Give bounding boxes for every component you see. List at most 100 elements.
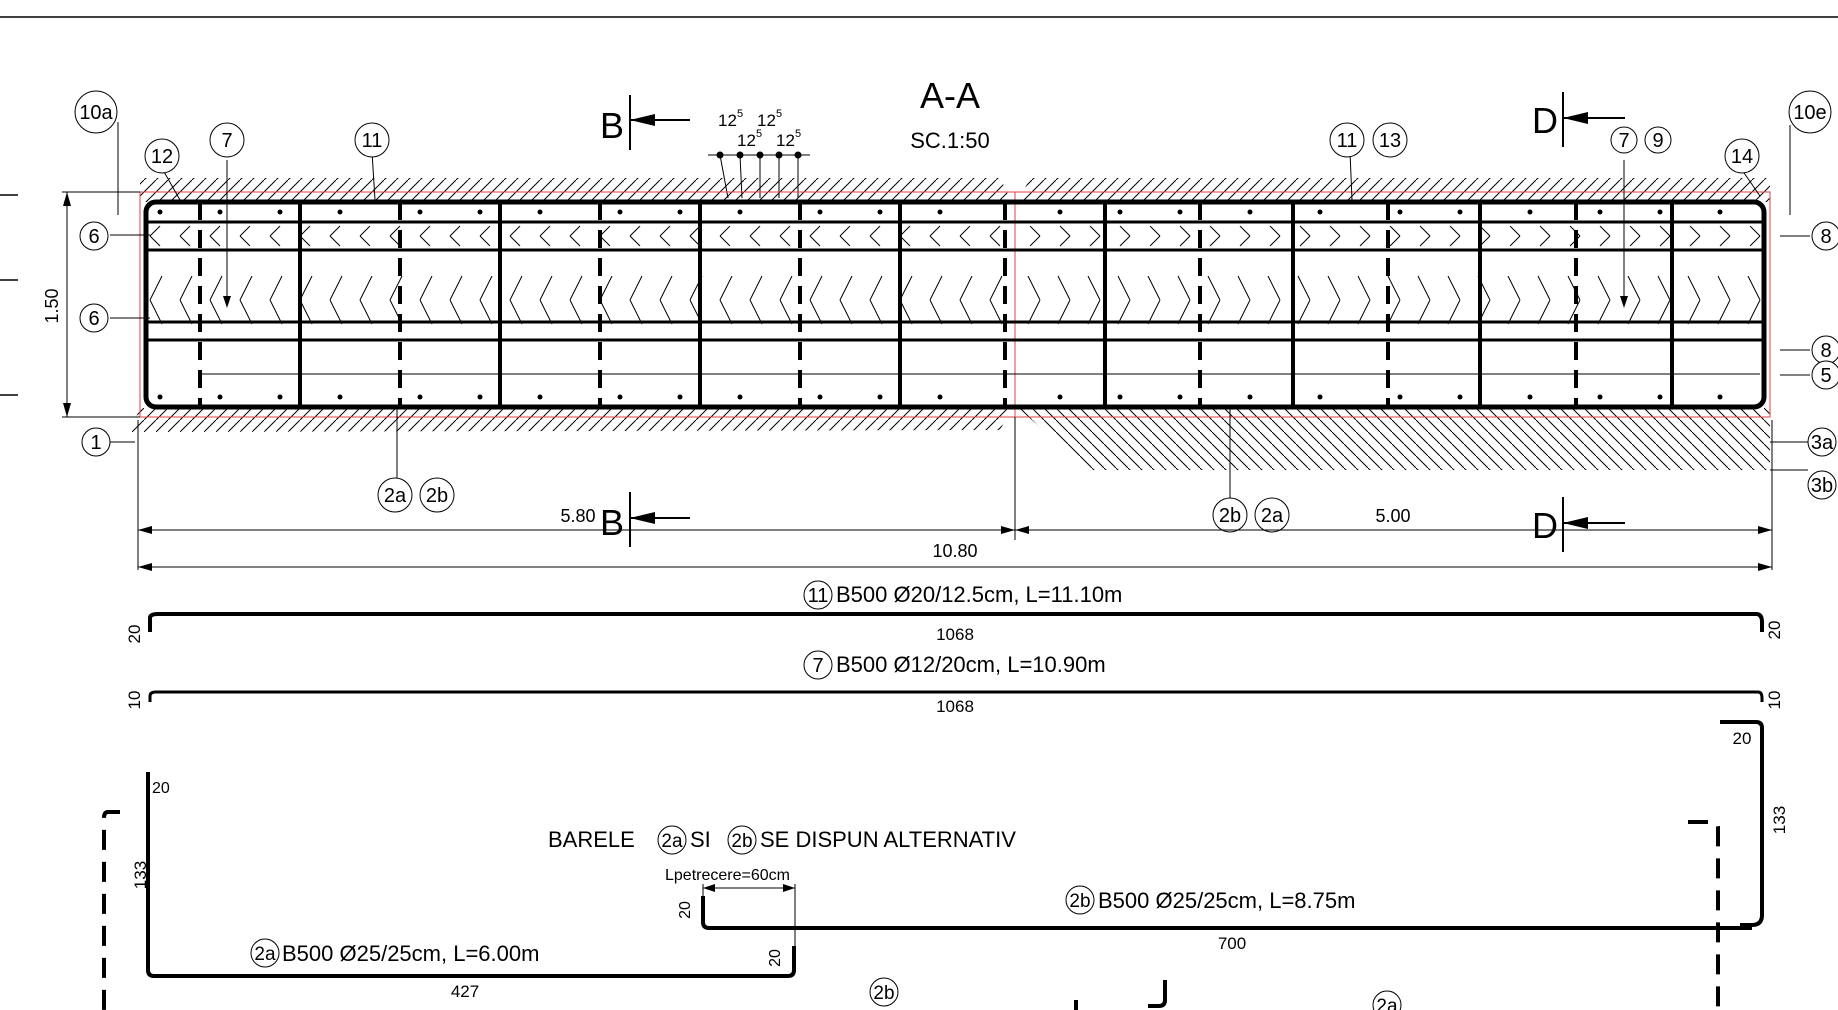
callout-12: 12 bbox=[144, 138, 180, 174]
bar-spacing-labels: 12 5 12 5 12 5 12 5 bbox=[708, 108, 810, 199]
callout-6-top: 6 bbox=[79, 221, 109, 251]
callout-7: 7 bbox=[209, 122, 245, 158]
svg-text:427: 427 bbox=[451, 982, 479, 1001]
callout-11: 11 bbox=[354, 122, 390, 158]
svg-text:SE DISPUN ALTERNATIV: SE DISPUN ALTERNATIV bbox=[760, 827, 1016, 852]
svg-text:B500 Ø20/12.5cm, L=11.10m: B500 Ø20/12.5cm, L=11.10m bbox=[836, 582, 1122, 607]
svg-text:3a: 3a bbox=[1811, 432, 1834, 454]
svg-text:B500 Ø25/25cm, L=8.75m: B500 Ø25/25cm, L=8.75m bbox=[1098, 888, 1355, 913]
callout-10a: 10a bbox=[74, 90, 118, 134]
svg-text:1068: 1068 bbox=[936, 697, 974, 716]
svg-text:5: 5 bbox=[737, 108, 743, 120]
svg-text:11: 11 bbox=[1337, 130, 1358, 152]
svg-text:2b: 2b bbox=[1069, 891, 1090, 912]
margin-ticks bbox=[0, 194, 18, 396]
callout-8-mid: 8 bbox=[1811, 335, 1838, 365]
bar-schedule-2b-hook: 20 133 bbox=[1720, 720, 1789, 927]
svg-text:5: 5 bbox=[1820, 365, 1831, 387]
callout-11-right: 11 bbox=[1329, 122, 1365, 158]
svg-text:2a: 2a bbox=[1261, 505, 1284, 527]
svg-text:D: D bbox=[1532, 100, 1558, 141]
svg-text:6: 6 bbox=[88, 226, 99, 248]
callout-2a: 2a bbox=[377, 477, 413, 513]
svg-text:10e: 10e bbox=[1793, 102, 1826, 124]
svg-text:2b: 2b bbox=[426, 485, 448, 507]
callout-13: 13 bbox=[1372, 122, 1408, 158]
svg-text:10: 10 bbox=[125, 691, 144, 710]
svg-text:10.80: 10.80 bbox=[932, 541, 977, 561]
svg-text:2a: 2a bbox=[1376, 996, 1398, 1010]
svg-text:12: 12 bbox=[718, 111, 737, 130]
svg-text:9: 9 bbox=[1652, 130, 1663, 152]
callout-2a-right: 2a bbox=[1254, 497, 1290, 533]
svg-text:2a: 2a bbox=[384, 485, 407, 507]
svg-text:11: 11 bbox=[362, 130, 383, 152]
svg-text:20: 20 bbox=[1733, 729, 1752, 748]
svg-text:10a: 10a bbox=[79, 102, 113, 124]
svg-text:2a: 2a bbox=[661, 831, 683, 852]
svg-text:B: B bbox=[600, 502, 624, 543]
callout-14: 14 bbox=[1724, 138, 1760, 174]
svg-text:SI: SI bbox=[690, 827, 711, 852]
svg-text:20: 20 bbox=[152, 780, 170, 797]
leader-lines bbox=[110, 122, 1810, 500]
bar-mark-callouts: 10a 10e 12 7 11 11 13 7 9 14 6 6 1 8 8 5… bbox=[74, 90, 1838, 533]
callout-10e: 10e bbox=[1788, 90, 1832, 134]
callout-7-right: 7 bbox=[1610, 126, 1638, 154]
svg-text:B500 Ø25/25cm, L=6.00m: B500 Ø25/25cm, L=6.00m bbox=[282, 941, 539, 966]
svg-text:B: B bbox=[600, 105, 624, 146]
svg-text:D: D bbox=[1532, 505, 1558, 546]
svg-text:20: 20 bbox=[1765, 621, 1784, 640]
svg-text:2a: 2a bbox=[254, 944, 276, 965]
callout-8-top: 8 bbox=[1811, 221, 1838, 251]
svg-text:12: 12 bbox=[151, 146, 173, 168]
svg-text:20: 20 bbox=[767, 949, 784, 967]
svg-text:5.80: 5.80 bbox=[560, 506, 595, 526]
callout-2b-right: 2b bbox=[1212, 497, 1248, 533]
svg-text:8: 8 bbox=[1820, 226, 1831, 248]
bar-schedule-2a-2b: 133 20 20 2a B500 Ø25/25cm, L=6.00m 427 … bbox=[102, 772, 1752, 1010]
svg-text:5: 5 bbox=[795, 128, 801, 140]
svg-text:20: 20 bbox=[677, 901, 694, 919]
callout-2b: 2b bbox=[419, 477, 455, 513]
svg-text:133: 133 bbox=[131, 861, 150, 889]
svg-text:12: 12 bbox=[737, 131, 756, 150]
svg-text:20: 20 bbox=[125, 625, 144, 644]
svg-text:2b: 2b bbox=[731, 831, 752, 852]
svg-text:5.00: 5.00 bbox=[1375, 506, 1410, 526]
svg-text:8: 8 bbox=[1820, 340, 1831, 362]
svg-text:1.50: 1.50 bbox=[42, 288, 62, 323]
section-title: A-A bbox=[920, 75, 980, 116]
section-marker-b-top: B bbox=[600, 95, 690, 150]
svg-text:11: 11 bbox=[808, 585, 829, 607]
svg-text:6: 6 bbox=[88, 308, 99, 330]
svg-text:3b: 3b bbox=[1811, 475, 1833, 497]
callout-6-mid: 6 bbox=[79, 303, 109, 333]
svg-text:5: 5 bbox=[756, 128, 762, 140]
svg-text:B500 Ø12/20cm, L=10.90m: B500 Ø12/20cm, L=10.90m bbox=[836, 652, 1106, 677]
svg-text:1068: 1068 bbox=[936, 625, 974, 644]
svg-text:12: 12 bbox=[776, 131, 795, 150]
svg-text:13: 13 bbox=[1379, 130, 1401, 152]
callout-5: 5 bbox=[1811, 360, 1838, 390]
svg-text:7: 7 bbox=[221, 130, 232, 152]
callout-9: 9 bbox=[1644, 126, 1672, 154]
section-scale: SC.1:50 bbox=[910, 128, 990, 153]
svg-text:10: 10 bbox=[1765, 691, 1784, 710]
svg-text:133: 133 bbox=[1770, 806, 1789, 834]
svg-text:BARELE: BARELE bbox=[548, 827, 635, 852]
svg-text:5: 5 bbox=[776, 108, 782, 120]
svg-text:14: 14 bbox=[1731, 146, 1753, 168]
slab-section bbox=[130, 160, 1771, 470]
section-marker-d-bottom: D bbox=[1532, 497, 1625, 552]
svg-text:1: 1 bbox=[90, 432, 101, 454]
svg-text:2b: 2b bbox=[1219, 505, 1241, 527]
bar-schedule-7: 7 B500 Ø12/20cm, L=10.90m 1068 10 10 bbox=[125, 650, 1784, 716]
dimension-lines: 1.50 5.80 5.00 10.80 bbox=[42, 191, 1773, 571]
svg-text:7: 7 bbox=[1618, 130, 1629, 152]
section-marker-d-top: D bbox=[1532, 92, 1625, 147]
callout-1: 1 bbox=[81, 427, 111, 457]
bar-schedule-11: 11 B500 Ø20/12.5cm, L=11.10m 1068 20 20 bbox=[125, 580, 1784, 644]
section-marker-b-bottom: B bbox=[600, 492, 690, 547]
